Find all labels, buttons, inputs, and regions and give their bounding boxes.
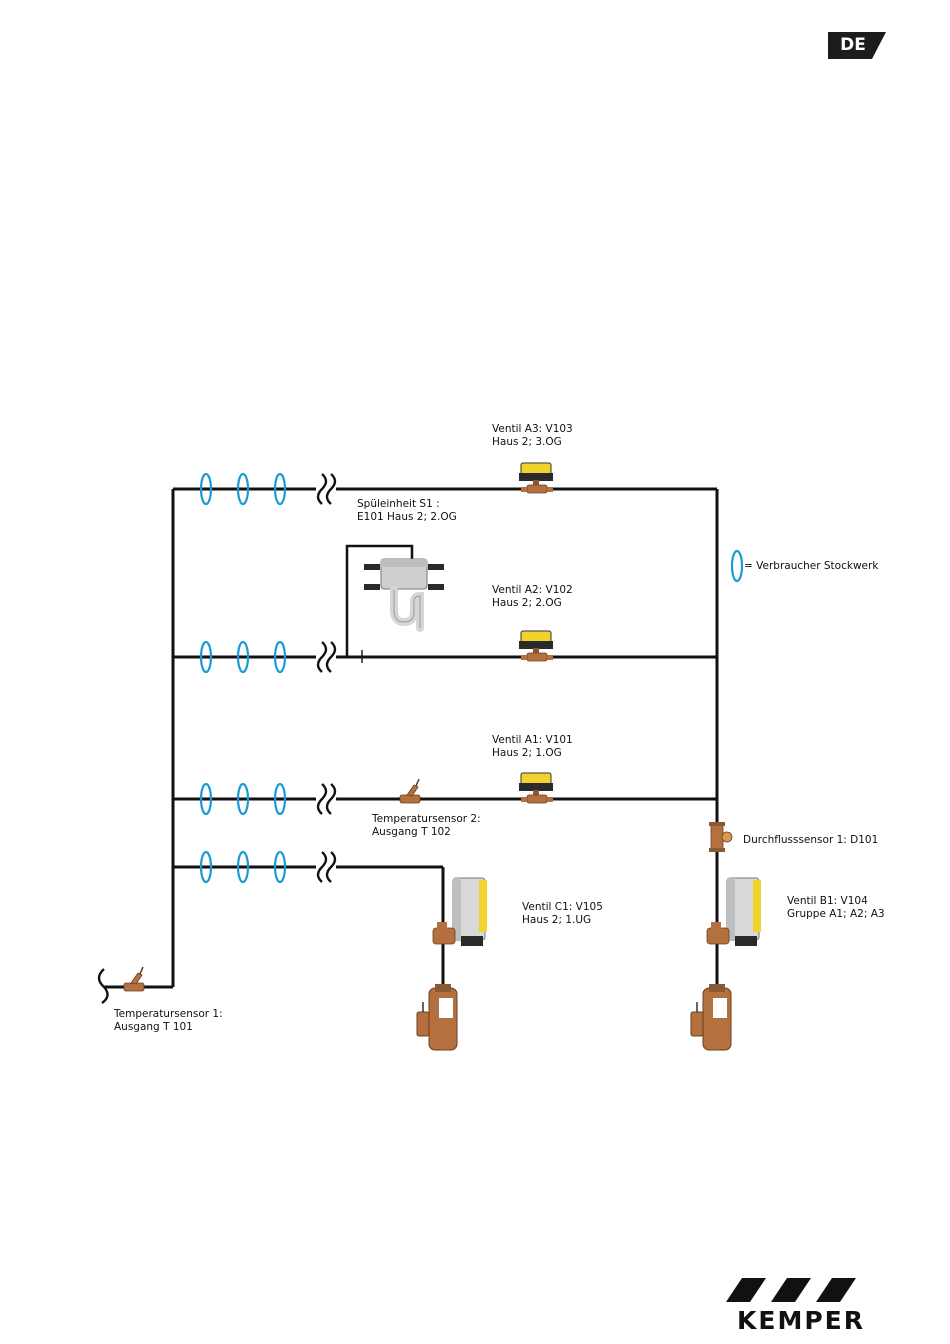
flush-branch xyxy=(345,544,414,657)
temp-sensor-2-name: Temperatursensor 2: xyxy=(372,813,481,825)
ventil-b1-name: Ventil B1: V104 xyxy=(787,895,868,907)
spueleinheit-label: Spüleinheit S1 : E101 Haus 2; 2.OG xyxy=(357,498,457,524)
language-badge-label: DE xyxy=(840,35,866,55)
temp-sensor-1-icon[interactable] xyxy=(123,966,145,992)
temp-sensor-2-location: Ausgang T 102 xyxy=(372,826,451,838)
flow-sensor-label: Durchflusssensor 1: D101 xyxy=(743,834,878,847)
temp-sensor-1-label: Temperatursensor 1: Ausgang T 101 xyxy=(114,1008,223,1034)
temp-sensor-2-icon[interactable] xyxy=(399,778,421,804)
flow-sensor-icon[interactable] xyxy=(709,822,733,852)
ventil-a3-location: Haus 2; 3.OG xyxy=(492,436,562,448)
ventil-a3-label: Ventil A3: V103 Haus 2; 3.OG xyxy=(492,423,573,449)
language-badge-shape xyxy=(828,32,886,59)
ventil-c1-icon[interactable] xyxy=(432,877,488,947)
ventil-a2-name: Ventil A2: V102 xyxy=(492,584,573,596)
temp-sensor-1-name: Temperatursensor 1: xyxy=(114,1008,223,1020)
ventil-a1-location: Haus 2; 1.OG xyxy=(492,747,562,759)
kemper-logo-mark xyxy=(726,1278,856,1302)
ventil-c1-label: Ventil C1: V105 Haus 2; 1.UG xyxy=(522,901,603,927)
legend-ring-icon xyxy=(730,549,744,583)
ventil-b1-icon[interactable] xyxy=(706,877,762,947)
ventil-b1-label: Ventil B1: V104 Gruppe A1; A2; A3 xyxy=(787,895,885,921)
legend-label: = Verbraucher Stockwerk xyxy=(744,560,879,572)
pump-b1-icon xyxy=(690,983,732,1051)
language-badge[interactable]: DE xyxy=(828,32,886,59)
ventil-c1-name: Ventil C1: V105 xyxy=(522,901,603,913)
pipe-breaks xyxy=(316,472,337,884)
ventil-a1-icon[interactable] xyxy=(518,772,554,804)
spueleinheit-icon[interactable] xyxy=(364,558,444,632)
ventil-a2-icon[interactable] xyxy=(518,630,554,662)
ventil-c1-location: Haus 2; 1.UG xyxy=(522,914,592,926)
kemper-logo-text: KEMPER xyxy=(737,1306,865,1335)
ventil-a3-icon[interactable] xyxy=(518,462,554,494)
pump-c1-icon xyxy=(416,983,458,1051)
inlet-break xyxy=(97,968,109,1004)
ventil-a1-name: Ventil A1: V101 xyxy=(492,734,573,746)
ventil-a2-location: Haus 2; 2.OG xyxy=(492,597,562,609)
ventil-a3-name: Ventil A3: V103 xyxy=(492,423,573,435)
ventil-b1-location: Gruppe A1; A2; A3 xyxy=(787,908,885,920)
flow-sensor-name: Durchflusssensor 1: D101 xyxy=(743,834,879,846)
spueleinheit-location: E101 Haus 2; 2.OG xyxy=(357,511,457,523)
temp-sensor-1-location: Ausgang T 101 xyxy=(114,1021,193,1033)
ventil-a2-label: Ventil A2: V102 Haus 2; 2.OG xyxy=(492,584,573,610)
spueleinheit-name: Spüleinheit S1 : xyxy=(357,498,440,510)
ventil-a1-label: Ventil A1: V101 Haus 2; 1.OG xyxy=(492,734,573,760)
temp-sensor-2-label: Temperatursensor 2: Ausgang T 102 xyxy=(372,813,481,839)
